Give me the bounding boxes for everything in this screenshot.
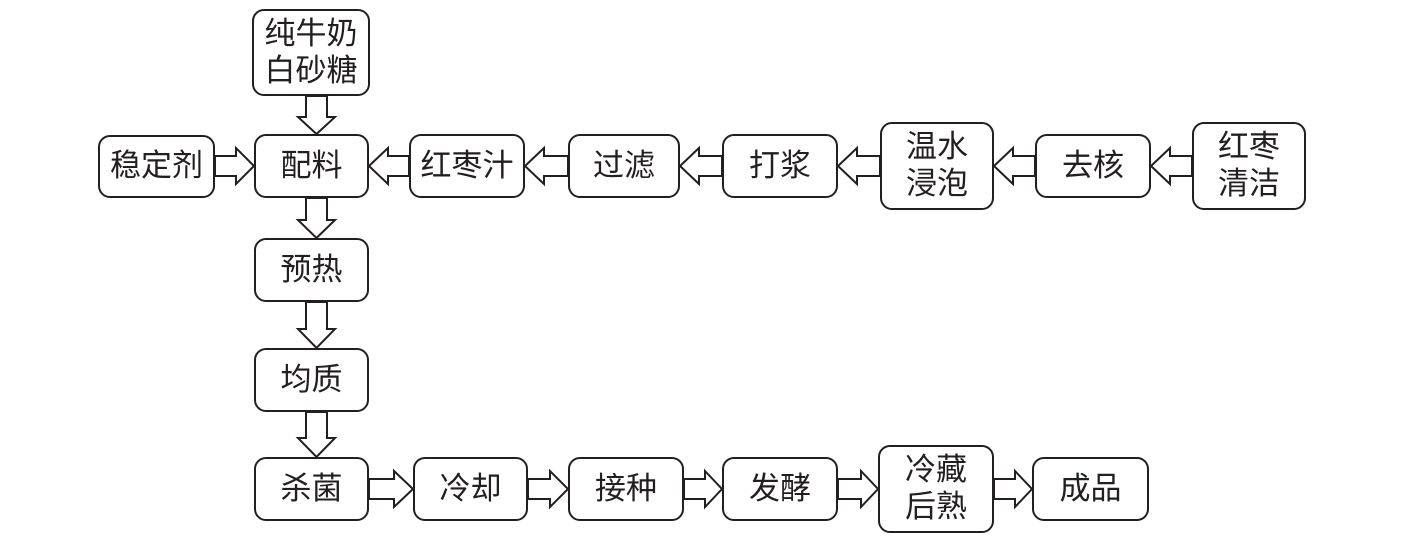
node-inoculate-label: 接种 [595, 470, 657, 507]
node-ferment-label: 发酵 [749, 470, 811, 507]
node-homogenize-label: 均质 [280, 361, 343, 398]
arrow-pitting-to-soaking [992, 145, 1036, 187]
node-pulping: 打浆 [722, 134, 838, 198]
node-ferment: 发酵 [722, 457, 838, 521]
node-soaking: 温水 浸泡 [880, 122, 994, 210]
arrow-preheat-to-homogenize [295, 301, 338, 350]
node-mixing-label: 配料 [280, 147, 343, 184]
node-jujube-juice: 红枣汁 [409, 134, 525, 198]
node-cold-ripen-label: 冷藏 后熟 [905, 452, 967, 525]
node-cleaning-label: 红枣 清洁 [1218, 129, 1280, 202]
node-stabilizer: 稳定剂 [98, 135, 215, 198]
node-stabilizer-label: 稳定剂 [110, 148, 203, 185]
node-preheat: 预热 [254, 238, 369, 302]
arrow-juice-to-mixing [367, 145, 410, 187]
node-mixing: 配料 [254, 134, 369, 198]
arrow-mixing-to-preheat [295, 197, 338, 240]
node-product-label: 成品 [1059, 470, 1122, 507]
node-cooling: 冷却 [413, 457, 528, 521]
node-product: 成品 [1032, 457, 1149, 521]
arrow-ferment-to-coldripen [837, 468, 880, 510]
arrow-sterilize-to-cooling [368, 468, 415, 510]
node-inoculate: 接种 [568, 457, 684, 521]
arrow-stabilizer-to-mixing [214, 145, 256, 187]
node-jujube-juice-label: 红枣汁 [420, 147, 514, 184]
node-milk-sugar: 纯牛奶 白砂糖 [252, 9, 370, 96]
arrow-soaking-to-pulping [836, 145, 881, 187]
arrow-filter-to-juice [523, 145, 569, 187]
arrow-cooling-to-inoculate [527, 468, 570, 510]
node-pitting: 去核 [1035, 134, 1151, 198]
node-milk-sugar-label: 纯牛奶 白砂糖 [264, 15, 358, 89]
node-filter: 过滤 [568, 134, 680, 198]
node-filter-label: 过滤 [593, 147, 655, 184]
arrow-inoculate-to-ferment [683, 468, 724, 510]
node-sterilize-label: 杀菌 [280, 470, 343, 507]
node-preheat-label: 预热 [280, 251, 343, 288]
arrow-milk-to-mixing [295, 95, 338, 136]
arrow-pulping-to-filter [678, 145, 723, 187]
node-soaking-label: 温水 浸泡 [906, 129, 968, 202]
arrow-coldripen-to-product [993, 468, 1034, 510]
node-homogenize: 均质 [254, 348, 369, 412]
node-cooling-label: 冷却 [439, 470, 502, 507]
arrow-cleaning-to-pitting [1149, 145, 1193, 187]
node-sterilize: 杀菌 [254, 457, 369, 521]
node-cleaning: 红枣 清洁 [1192, 122, 1306, 210]
node-pitting-label: 去核 [1062, 147, 1124, 184]
arrow-homogenize-to-sterilize [295, 411, 338, 459]
node-pulping-label: 打浆 [749, 147, 811, 184]
node-cold-ripen: 冷藏 后熟 [878, 445, 994, 533]
